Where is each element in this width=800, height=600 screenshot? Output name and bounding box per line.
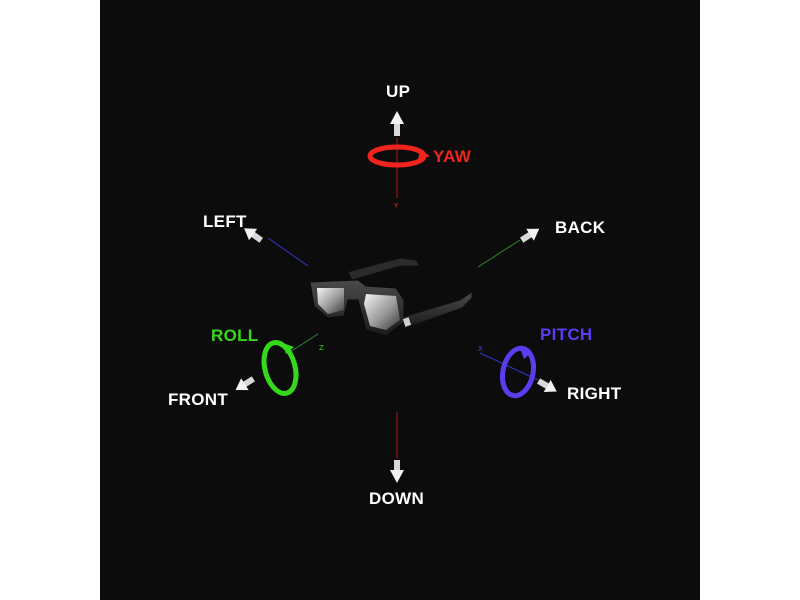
roll-rotation-icon (261, 340, 299, 396)
diagram-canvas: UP YAW Y LEFT BACK ROLL Z PITCH X FRONT … (100, 0, 700, 600)
left-label: LEFT (203, 212, 247, 231)
ar-glasses-image (309, 257, 473, 337)
back-axis-line (477, 239, 521, 268)
up-label: UP (386, 82, 411, 101)
pitch-rotation-icon (500, 345, 536, 399)
z-axis-letter: Z (319, 344, 324, 352)
right-arrow-icon (537, 378, 557, 393)
front-axis-line (289, 333, 319, 353)
yaw-rotation-icon (367, 144, 430, 168)
front-label: FRONT (168, 390, 229, 409)
left-axis-line (267, 237, 309, 267)
x-axis-letter: X (478, 345, 483, 353)
front-arrow-icon (235, 376, 255, 391)
y-axis-letter: Y (394, 202, 399, 210)
back-arrow-icon (520, 228, 540, 243)
right-axis-line (479, 352, 539, 381)
down-label: DOWN (369, 489, 425, 508)
down-arrow-icon (390, 460, 404, 483)
pitch-label: PITCH (540, 325, 593, 344)
left-arrow-icon (244, 228, 263, 243)
right-label: RIGHT (567, 384, 622, 403)
diagram-svg (235, 111, 557, 483)
back-label: BACK (555, 218, 606, 237)
roll-label: ROLL (211, 326, 259, 345)
yaw-label: YAW (433, 147, 472, 166)
up-arrow-icon (390, 111, 404, 136)
